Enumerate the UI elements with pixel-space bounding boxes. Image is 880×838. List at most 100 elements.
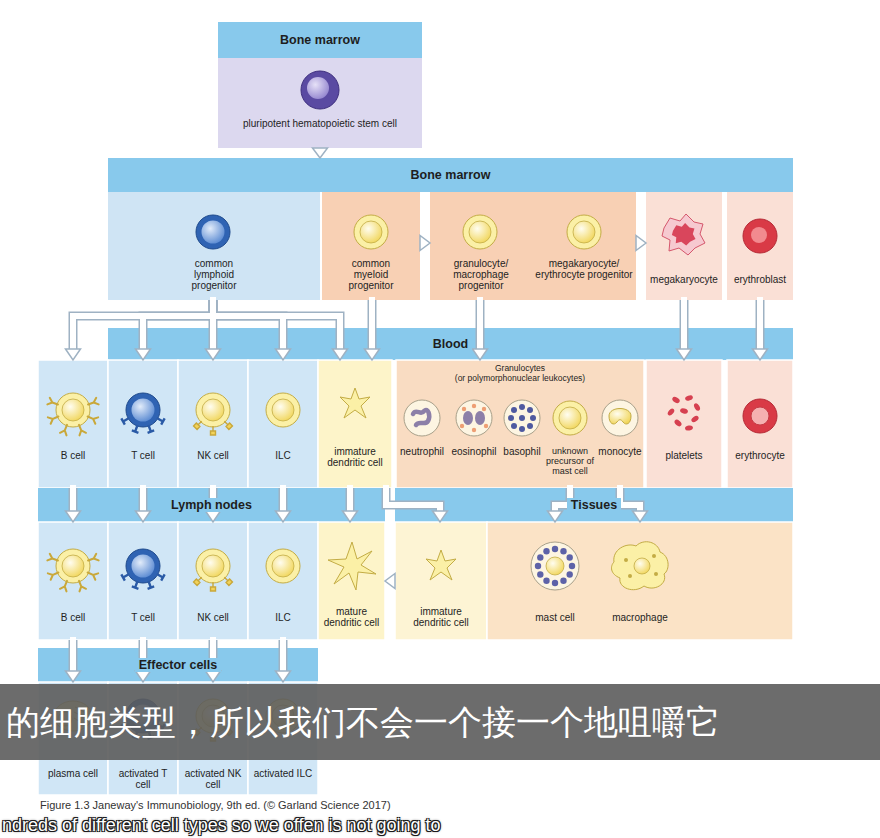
granule [552,580,558,586]
cell-panel: B cell [38,522,108,640]
arrow-head [636,236,646,251]
panel-fill [646,360,722,488]
cell-label: macrophage [598,612,682,623]
arrow-heads [66,148,768,682]
cell-panel: common myeloid progenitor [322,192,420,300]
granulocyte-panel: Granulocytes(or polymorphonuclear leukoc… [396,360,644,488]
cell-label: mature dendritic cell [320,606,384,628]
section-band: Tissues [395,488,793,522]
granule [560,548,566,554]
granule [472,404,476,408]
granule [552,546,558,552]
cell-label: erythrocyte [729,450,791,461]
cell-label: monocyte [597,446,643,457]
cell-nucleus [413,410,429,425]
granule [560,578,566,584]
arrow-head [633,511,648,522]
arrow-head [433,511,448,522]
cell-panel: mast cell [510,522,600,640]
connector-fill [73,300,213,349]
arrow-head [136,671,151,682]
connector-fill [386,488,440,511]
granule [484,424,488,428]
cell-label: eosinophil [449,446,499,457]
cell-nucleus [475,411,485,425]
cell-panel: megakaryocyte/ erythrocyte progenitor [532,192,636,300]
arrow-head [385,574,395,589]
granule [527,407,533,413]
section-band: Bone marrow [108,158,793,192]
panel-fill [395,522,487,640]
cell-label: unknown precursor of mast cell [545,446,595,476]
connector-fill [477,300,483,349]
cell-label: ILC [250,612,316,623]
subtitle-text: ndreds of different cell types so we off… [2,815,878,836]
erythrocyte-icon [743,399,777,433]
platelet [693,402,701,411]
connector-outline [69,488,78,511]
precursor-icon [553,401,587,435]
cell-panel: ILC [248,360,318,488]
cell-panel: erythrocyte [727,360,793,488]
granule [472,428,476,432]
cell-panel: immature dendritic cell [318,360,392,488]
connector-fill [213,300,340,349]
arrow-head [420,236,430,251]
connector-outline [213,300,340,349]
cell-nucleus [672,223,696,246]
nk-cell-icon [194,393,233,435]
granule [569,563,575,569]
connector-outline [279,640,288,671]
panel-fill [646,192,722,300]
progenitor-icon [567,215,601,249]
connector-outline [143,300,213,349]
cell-panel: common lymphoid progenitor [108,192,320,300]
cell-label: megakaryocyte/ erythrocyte progenitor [535,258,633,280]
platelet [684,394,693,401]
ilc-icon [266,549,300,583]
connector-outline [346,488,355,511]
stem-cell-nucleus [307,77,329,99]
arrow-head [333,349,348,360]
cell-label: pluripotent hematopoietic stem cell [222,118,418,129]
cell-panel: basophil [500,390,544,488]
arrow-head [206,511,221,522]
connector-outline [756,300,765,349]
cell-label: megakaryocyte [648,274,720,285]
panel-fill [178,522,248,640]
panel-fill [38,522,108,640]
granule [543,578,549,584]
arrow-head [206,349,221,360]
cell-label: NK cell [180,612,246,623]
section-title: Effector cells [135,658,222,672]
panel-fill [318,360,392,488]
neutrophil-icon [404,400,440,436]
connector-fill [70,640,76,671]
cell-label: immature dendritic cell [401,606,481,628]
platelet [671,396,680,404]
cell-label: mast cell [513,612,597,623]
band-fill [395,488,793,522]
cell-label: erythroblast [729,274,791,285]
b-cell-icon [47,549,98,591]
erythrocyte-center [751,407,769,425]
dendritic-cell-icon [426,550,456,580]
connector-fill [140,488,146,511]
granule [508,415,514,421]
cell-label: plasma cell [40,768,106,779]
cell-panel: ILC [248,522,318,640]
connector-fill [213,300,283,349]
cell-label: common lymphoid progenitor [182,258,246,292]
panel-fill [218,58,422,148]
cell-panel: megakaryocyte [646,192,722,300]
arrow-head [66,511,81,522]
macrophage-icon [612,542,669,590]
section-band: Lymph nodes [38,488,385,522]
arrow-head [206,671,221,682]
granule [519,415,525,421]
arrow-head [276,511,291,522]
t-cell-icon [121,393,164,433]
arrow-head [548,511,563,522]
figure-caption: Figure 1.3 Janeway's Immunobiology, 9th … [40,799,640,812]
